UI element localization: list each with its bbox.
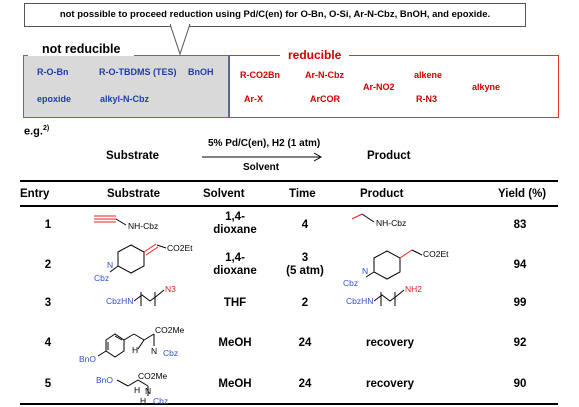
- yield-cell: 94: [513, 259, 527, 271]
- product-cell: recovery: [366, 337, 414, 349]
- substrate-structure-4: [97, 333, 155, 358]
- table-header-rule: [20, 205, 558, 207]
- substrate-structure-5: [116, 379, 149, 396]
- cbz-label: Cbz: [163, 348, 178, 358]
- co2et-label: CO2Et: [167, 243, 193, 253]
- reducible-item: Ar-NO2: [363, 82, 395, 92]
- header-entry: Entry: [20, 188, 50, 200]
- reducible-item: Ar-N-Cbz: [305, 70, 344, 80]
- reducible-item: Ar-X: [244, 94, 264, 104]
- cbzhn-label: CbzHN: [346, 296, 373, 306]
- yield-cell: 92: [513, 337, 527, 349]
- not-reducible-item: alkyl-N-Cbz: [100, 94, 150, 104]
- n-label: N: [151, 346, 157, 356]
- product-cell: recovery: [366, 378, 414, 390]
- scheme-product: Product: [367, 150, 411, 162]
- product-structure-3: [373, 289, 405, 306]
- cbz-label: Cbz: [343, 278, 358, 288]
- entry-cell: 5: [44, 378, 52, 390]
- nh-label: NH-Cbz: [376, 218, 406, 228]
- solvent-cell: 1,4-dioxane: [213, 211, 257, 236]
- substrate-structure-2: [109, 243, 167, 274]
- time-cell: 3(5 atm): [286, 252, 324, 277]
- cbzhn-label: CbzHN: [106, 296, 133, 306]
- reducible-box: [229, 55, 559, 118]
- time-cell: 24: [298, 378, 312, 390]
- not-reducible-item: R-O-Bn: [37, 67, 69, 77]
- co2me-label: CO2Me: [155, 325, 185, 335]
- entry-cell: 4: [44, 337, 52, 349]
- header-yield: Yield (%): [498, 188, 547, 200]
- header-substrate: Substrate: [107, 188, 161, 200]
- reducible-item: ArCOR: [310, 94, 341, 104]
- n-label: N: [362, 266, 368, 276]
- substrate-structure-1: [94, 215, 127, 226]
- yield-cell: 90: [513, 378, 527, 390]
- bno-label: BnO: [79, 354, 96, 364]
- solvent-cell: MeOH: [218, 378, 252, 390]
- reducible-item: alkene: [414, 70, 443, 80]
- table-bottom-rule: [20, 403, 558, 405]
- time-cell: 2: [301, 297, 309, 309]
- table-top-rule: [20, 180, 558, 182]
- scheme-reagent: 5% Pd/C(en), H2 (1 atm): [208, 138, 321, 149]
- solvent-cell: MeOH: [218, 337, 252, 349]
- h-label: H: [134, 385, 140, 395]
- not-reducible-box: [23, 55, 229, 118]
- header-solvent: Solvent: [203, 188, 245, 200]
- cbz-label: Cbz: [94, 273, 109, 283]
- entry-cell: 2: [44, 259, 52, 271]
- reaction-arrow: [202, 152, 323, 162]
- yield-cell: 99: [513, 297, 527, 309]
- solvent-cell: 1,4-dioxane: [213, 252, 257, 277]
- solvent-cell: THF: [223, 297, 247, 309]
- reducible-title: reducible: [280, 48, 350, 62]
- h-label: H: [140, 396, 146, 406]
- callout-note: not possible to proceed reduction using …: [24, 3, 526, 27]
- header-product: Product: [360, 188, 404, 200]
- product-structure-1: [351, 213, 375, 223]
- example-label: e.g.2): [24, 125, 50, 138]
- not-reducible-item: epoxide: [37, 94, 72, 104]
- entry-cell: 3: [44, 297, 52, 309]
- time-cell: 4: [301, 219, 309, 231]
- not-reducible-item: BnOH: [188, 67, 214, 77]
- n-label: N: [107, 260, 113, 270]
- n-label: N: [145, 386, 151, 396]
- header-time: Time: [289, 188, 316, 200]
- not-reducible-item: R-O-TBDMS (TES): [99, 67, 177, 77]
- nh-label: NH-Cbz: [128, 221, 158, 231]
- nh2-label: NH2: [405, 284, 422, 294]
- h-label: H: [132, 345, 138, 355]
- n3-label: N3: [165, 284, 176, 294]
- co2et-label: CO2Et: [423, 249, 449, 259]
- entry-cell: 1: [44, 219, 52, 231]
- reducible-item: R-N3: [416, 94, 438, 104]
- co2me-label: CO2Me: [138, 371, 168, 381]
- callout-tail: [170, 24, 191, 56]
- reducible-item: R-CO2Bn: [240, 70, 280, 80]
- reducible-item: alkyne: [472, 82, 501, 92]
- scheme-substrate: Substrate: [106, 150, 160, 162]
- not-reducible-title: not reducible: [28, 42, 135, 56]
- bno-label: BnO: [96, 375, 113, 385]
- substrate-structure-3: [133, 289, 165, 306]
- scheme-solvent: Solvent: [243, 162, 280, 173]
- cbz-label: Cbz: [153, 396, 168, 406]
- yield-cell: 83: [513, 219, 527, 231]
- product-structure-2: [365, 249, 423, 280]
- time-cell: 24: [298, 337, 312, 349]
